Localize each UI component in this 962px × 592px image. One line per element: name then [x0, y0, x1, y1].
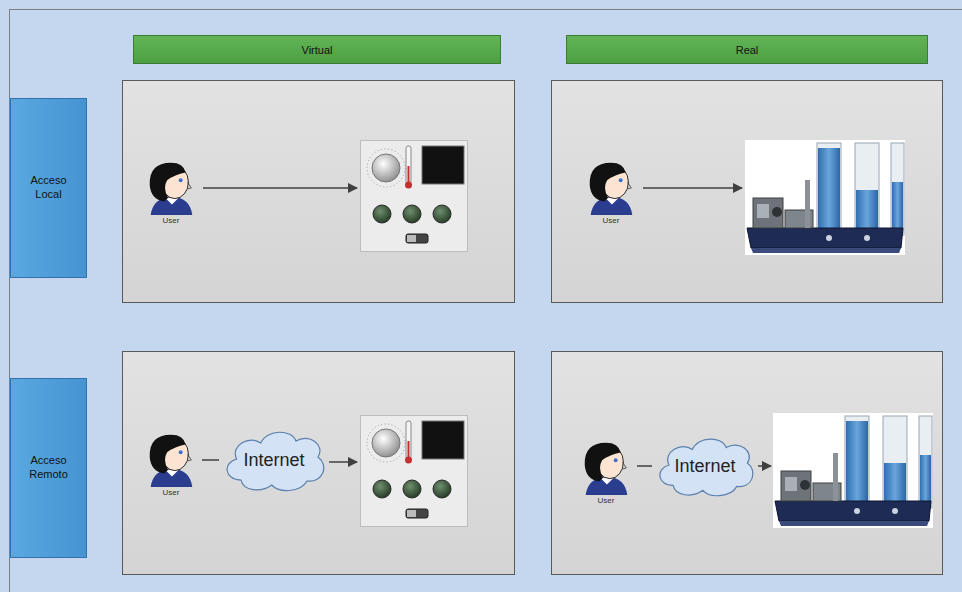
access-arrow: [203, 187, 357, 189]
column-header: Real: [566, 35, 928, 64]
access-arrow: [758, 465, 771, 467]
user-icon: User: [140, 158, 202, 226]
virtual-instrument: [361, 416, 468, 527]
access-arrow: [329, 461, 357, 463]
user-label: User: [163, 488, 180, 498]
row-tab: Acceso Local: [10, 98, 87, 278]
user-icon: User: [140, 430, 202, 498]
column-header: Virtual: [133, 35, 501, 64]
heading-text: Real: [736, 44, 759, 56]
user-label: User: [598, 496, 615, 506]
cloud-shape: [227, 432, 324, 490]
panel: [123, 352, 515, 575]
panel: [552, 352, 943, 575]
heading-text: Acceso Remoto: [23, 454, 75, 482]
person-figure: [150, 435, 193, 487]
heading-text: Virtual: [302, 44, 333, 56]
access-arrow: [643, 187, 742, 189]
panel: [552, 81, 943, 303]
person-figure: [142, 158, 200, 216]
cloud-label: Internet: [243, 450, 304, 471]
heading-text: Acceso Local: [23, 174, 75, 202]
person-figure: [150, 163, 193, 215]
person-figure: [590, 163, 633, 215]
user-icon: User: [580, 158, 642, 226]
row-tab: Acceso Remoto: [10, 378, 87, 558]
person-figure: [585, 443, 628, 495]
cloud-shape: [660, 439, 753, 496]
person-figure: [582, 158, 640, 216]
tank-plant: [773, 413, 933, 528]
connector-line: [202, 459, 219, 461]
user-label: User: [603, 216, 620, 226]
virtual-instrument: [361, 141, 468, 252]
panel: [123, 81, 515, 303]
user-icon: User: [575, 438, 637, 506]
person-figure: [142, 430, 200, 488]
outer-frame: [10, 10, 962, 592]
user-label: User: [163, 216, 180, 226]
person-figure: [577, 438, 635, 496]
connector-line: [637, 465, 652, 467]
cloud-label: Internet: [674, 456, 735, 477]
tank-plant: [745, 140, 905, 255]
internet-cloud: Internet: [219, 425, 329, 495]
internet-cloud: Internet: [652, 432, 758, 500]
